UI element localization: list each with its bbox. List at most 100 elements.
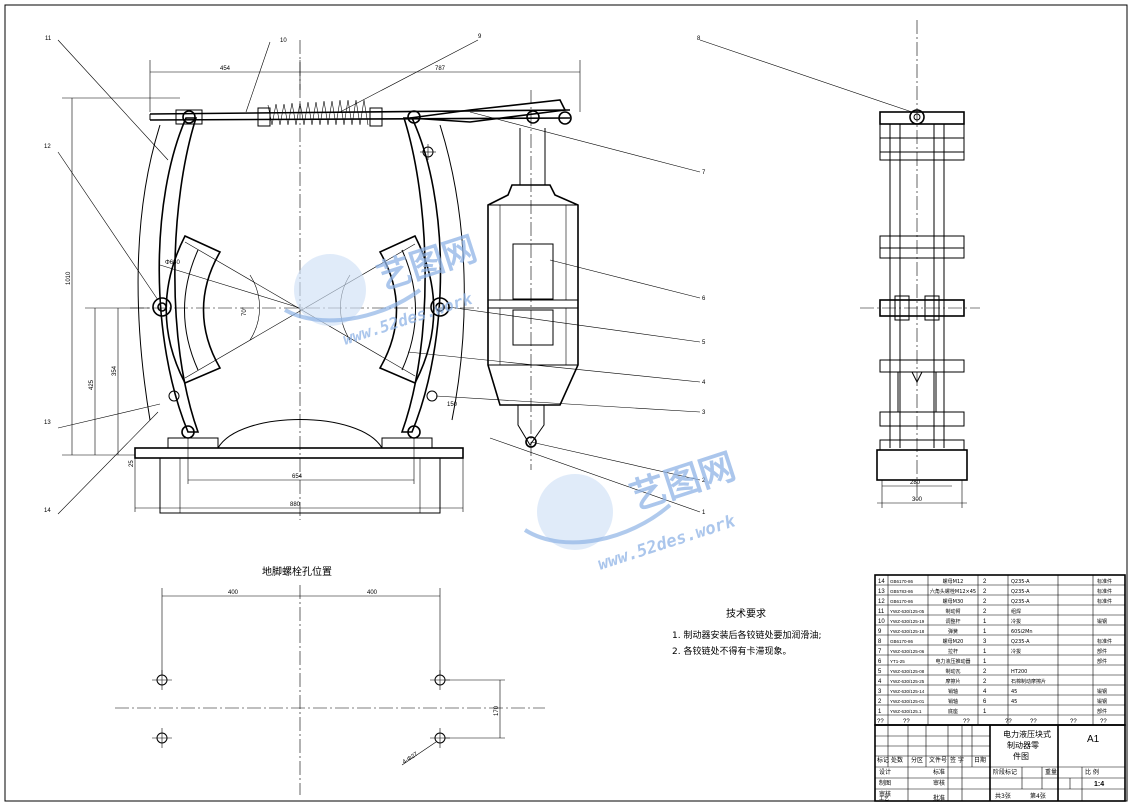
bolt-view-title: 地脚螺栓孔位置: [262, 565, 332, 578]
bom-no: 3: [878, 689, 882, 695]
bom-no: 11: [878, 609, 885, 615]
bom-name: 销轴: [948, 698, 958, 705]
dim-bolt-v: 170: [494, 705, 500, 716]
title-block: 标记 处数 分区 文件号 签 字 日期 设计 标准 制图 审核 审核 工艺 批准…: [874, 724, 1126, 802]
balloon-13: 13: [44, 420, 51, 426]
bom-name: 销轴: [948, 688, 958, 695]
bom-note: 部件: [1097, 658, 1107, 665]
dim-top-right: 787: [435, 66, 446, 72]
bom-note: 锻钢: [1097, 618, 1107, 625]
tb-name-3: 件图: [1013, 751, 1029, 761]
bom-no: 5: [878, 669, 882, 675]
bom-code: YWZ-630/125-06: [890, 649, 925, 654]
bom-mat: Q235-A: [1011, 599, 1030, 605]
tb-gongyi: 工艺: [879, 796, 889, 802]
tb-wenjian: 文件号: [929, 756, 947, 764]
balloon-14: 14: [44, 508, 51, 514]
bom-name: 螺母M12: [943, 578, 964, 585]
watermark-brand-1: 艺图网: [372, 229, 481, 299]
balloon-4: 4: [702, 380, 706, 386]
bom-code: YT1-25: [890, 659, 905, 664]
tb-pizhun: 批准: [933, 794, 945, 802]
tb-zhitu: 制图: [879, 779, 891, 787]
bom-no: 7: [878, 649, 882, 655]
dim-top-left: 454: [220, 66, 231, 72]
dim-height-low: 354: [112, 365, 118, 376]
bom-qty: 3: [983, 639, 987, 645]
balloon-6: 6: [702, 296, 706, 302]
bom-note: 标准件: [1097, 588, 1112, 595]
bom-name: 六角头螺栓M12×45: [930, 588, 976, 595]
bom-code: YWZ-630/125-18: [890, 629, 925, 634]
spring: [267, 99, 369, 126]
bom-qty: 2: [983, 589, 987, 595]
dim-side-w2: 300: [912, 497, 923, 503]
bom-code: YWZ-630/125-01: [890, 699, 925, 704]
bom-note: 部件: [1097, 708, 1107, 715]
bom-mat: 60Si2Mn: [1011, 629, 1033, 635]
bom-qty: 2: [983, 609, 987, 615]
dim-inner-w: 654: [292, 474, 303, 480]
bom-code: YWZ-630/125-25: [890, 679, 925, 684]
tb-riqi: 日期: [974, 756, 986, 764]
bom-qty: 1: [983, 709, 987, 715]
bom-code: GB5783-86: [890, 589, 914, 594]
bom-qty: 2: [983, 679, 987, 685]
bom-no: 10: [878, 619, 885, 625]
bom-qty: 1: [983, 629, 987, 635]
leaders: [57, 39, 913, 515]
bom-header-cell: ??: [963, 719, 970, 725]
balloon-2: 2: [702, 478, 706, 484]
bom-name: 调整杆: [945, 618, 960, 625]
tb-code: A1: [1087, 734, 1100, 745]
balloon-10: 10: [280, 38, 287, 44]
tb-sheji: 设计: [879, 768, 891, 776]
bom-code: YWZ-630/125-08: [890, 669, 925, 674]
bom-name: 螺母M30: [943, 598, 964, 605]
bom-no: 14: [878, 579, 885, 585]
bom-header-cell: ??: [1100, 719, 1107, 725]
bom-qty: 1: [983, 649, 987, 655]
balloon-1: 1: [702, 510, 706, 516]
watermark-brand-2: 艺图网: [625, 446, 740, 518]
bom-name: 制动瓦: [945, 668, 960, 675]
bom-note: 标准件: [1097, 578, 1112, 585]
dim-bolt-left: 400: [228, 590, 239, 596]
tech-line-1: 1. 制动器安装后各铰链处要加润滑油;: [672, 629, 821, 641]
bom-mat: Q235-A: [1011, 589, 1030, 595]
bom-header-cell: ??: [1005, 719, 1012, 725]
dim-bolt-hole: 4-Φ27: [402, 751, 420, 766]
bom-mat: HT200: [1011, 669, 1027, 675]
bom-header-cell: ??: [877, 719, 884, 725]
side-view: 280 300: [860, 20, 980, 508]
bom-mat: 石棉制动摩擦片: [1011, 678, 1046, 685]
tb-scale: 1:4: [1094, 781, 1104, 788]
bom-code: GB6170-86: [890, 579, 914, 584]
bom-code: YWZ-630/125-05: [890, 609, 925, 614]
bom-mat: Q235-A: [1011, 579, 1030, 585]
tb-bili: 比 例: [1085, 768, 1099, 776]
bom-mat: 45: [1011, 699, 1017, 705]
bom-qty: 2: [983, 669, 987, 675]
front-view: 454 787 1010 425 354 25 Φ630 70° 654 880…: [62, 40, 581, 520]
tb-fenqu: 分区: [911, 756, 923, 764]
balloon-11: 11: [45, 36, 52, 42]
dim-height-total: 1010: [66, 271, 72, 285]
bom-mat: Q235-A: [1011, 639, 1030, 645]
tech-line-2: 2. 各铰链处不得有卡滞现象。: [672, 645, 791, 657]
bom-name: 底座: [948, 708, 958, 715]
tb-zhongliang: 重量: [1045, 768, 1057, 776]
bom-note: 锻钢: [1097, 688, 1107, 695]
bom-name: 摩擦片: [945, 678, 960, 685]
bom-qty: 2: [983, 599, 987, 605]
tech-requirements: 技术要求 1. 制动器安装后各铰链处要加润滑油; 2. 各铰链处不得有卡滞现象。: [672, 607, 821, 657]
tb-qianzi: 签 字: [950, 756, 964, 764]
balloon-9: 9: [478, 34, 482, 40]
bom-code: GB6170-86: [890, 639, 914, 644]
tb-sheet: 第4张: [1030, 792, 1046, 800]
bom-header-cell: ??: [1030, 719, 1037, 725]
tb-shenhe2: 审核: [933, 779, 945, 787]
dim-radius: Φ630: [165, 260, 180, 266]
bom-no: 6: [878, 659, 882, 665]
